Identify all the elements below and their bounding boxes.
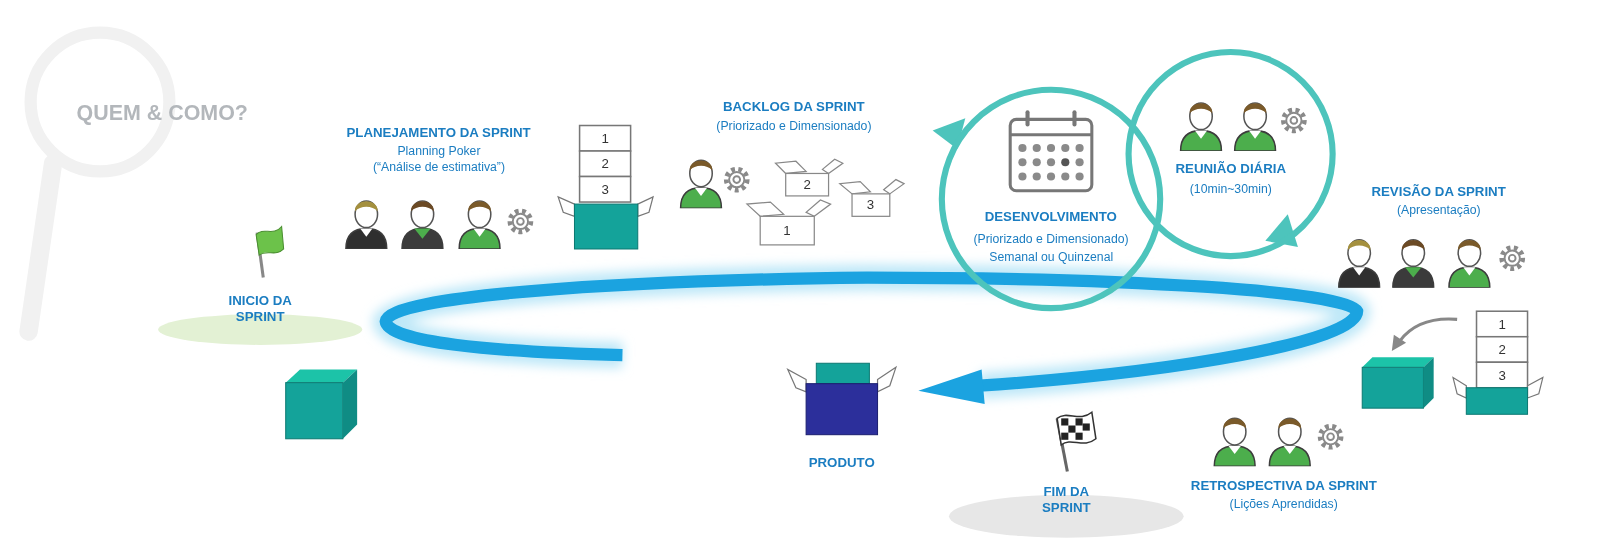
milestone-ellipse: INICIO DA SPRINT — [158, 289, 362, 346]
stage-note: (“Análise de estimativa”) — [373, 160, 505, 175]
node-title: DESENVOLVIMENTO — [985, 209, 1117, 225]
node-title: REUNIÃO DIÁRIA — [1176, 161, 1287, 177]
node-title: FIM DA SPRINT — [1026, 484, 1108, 516]
node-outline — [1126, 49, 1336, 259]
node-shape — [1129, 52, 1333, 256]
callout-number: 3 — [602, 182, 609, 198]
phase-circle: REUNIÃO DIÁRIA (10min~30min) — [1126, 49, 1336, 259]
stage-title: PLANEJAMENTO DA SPRINT — [346, 124, 530, 140]
node-subtitle: Semanal ou Quinzenal — [989, 250, 1113, 265]
stage-note: (Lições Aprendidas) — [1230, 497, 1338, 512]
callout-number: 3 — [1498, 367, 1505, 383]
stage-title: PRODUTO — [809, 455, 875, 471]
stage-title: BACKLOG DA SPRINT — [723, 99, 865, 115]
node-subtitle: (Priorizado e Dimensionado) — [973, 232, 1128, 247]
stage-title: RETROSPECTIVA DA SPRINT — [1191, 478, 1377, 494]
callout-number: 2 — [1498, 342, 1505, 358]
callout-number: 1 — [602, 131, 609, 147]
stage-note: Planning Poker — [397, 144, 480, 159]
stage-note: (Apresentação) — [1397, 203, 1481, 218]
stage-note: (Priorizado e Dimensionado) — [716, 118, 871, 133]
node-subtitle: (10min~30min) — [1190, 182, 1272, 197]
callout-number: 3 — [867, 197, 874, 213]
callout-number: 1 — [1498, 316, 1505, 332]
callout-number: 2 — [804, 177, 811, 193]
milestone-ellipse: FIM DA SPRINT — [949, 480, 1184, 539]
node-shape — [942, 90, 1160, 308]
callout-number: 1 — [783, 222, 790, 238]
node-outline — [939, 87, 1163, 311]
stage-title: REVISÃO DA SPRINT — [1371, 184, 1505, 200]
phase-circle: DESENVOLVIMENTO (Priorizado e Dimensionad… — [939, 87, 1163, 311]
callout-number: 2 — [602, 156, 609, 172]
node-title: INICIO DA SPRINT — [214, 293, 306, 325]
title-text: QUEM & COMO? — [77, 100, 248, 126]
